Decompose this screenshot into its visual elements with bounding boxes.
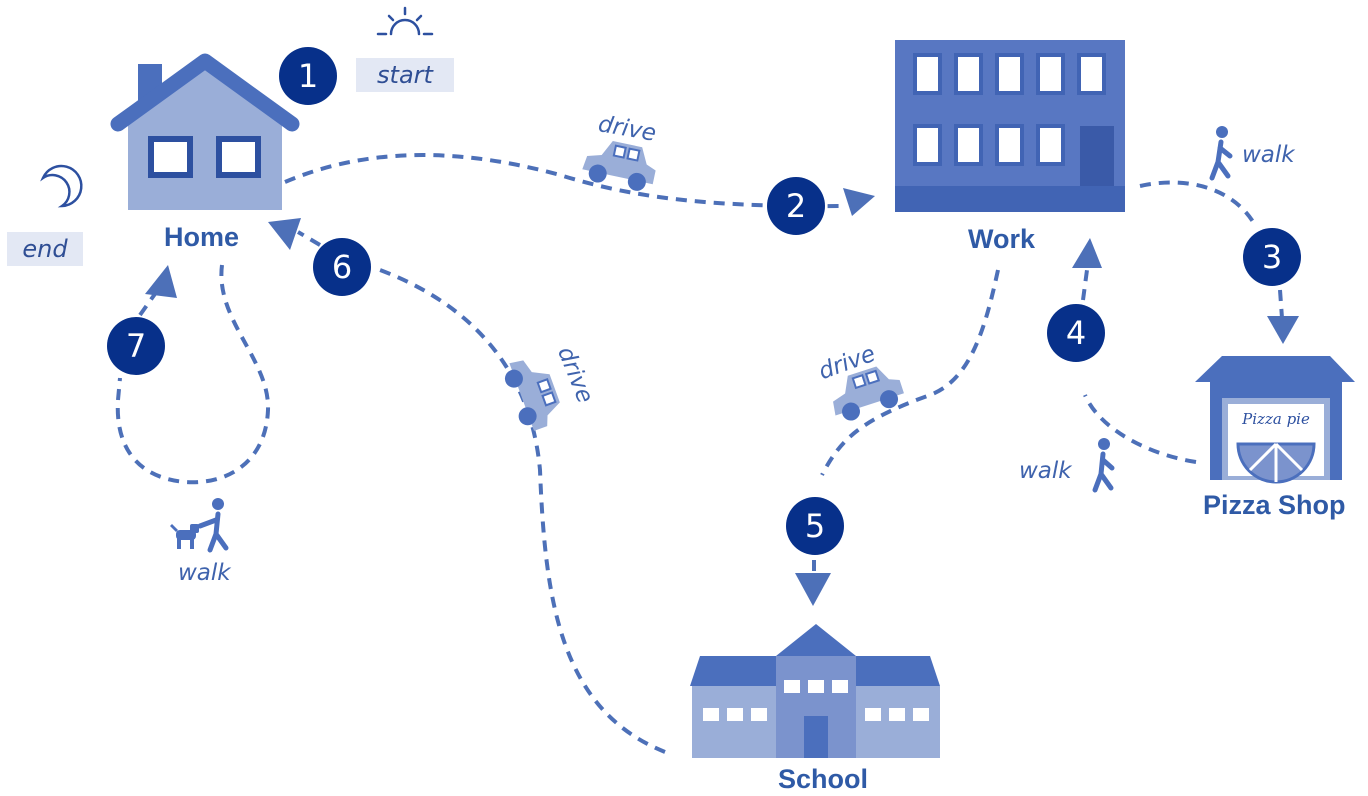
walk-label-dog: walk — [178, 560, 231, 586]
walker-icon-work-pizza — [1209, 126, 1233, 181]
walker-icon-pizza-work — [1092, 438, 1115, 493]
arrowhead-to-home-from-walk — [145, 265, 177, 298]
arrowhead-to-pizza — [1267, 316, 1299, 344]
arrowhead-to-work-from-pizza — [1072, 238, 1102, 268]
home-building — [110, 53, 300, 210]
car-icon-home-work — [582, 140, 656, 191]
route-work-to-school — [812, 269, 1000, 580]
step-badge-6: 6 — [313, 238, 371, 296]
sunrise-icon — [376, 6, 434, 36]
end-tag: end — [7, 232, 83, 266]
moon-icon — [40, 164, 83, 208]
arrowhead-to-school — [795, 573, 831, 606]
route-work-to-pizza — [1139, 180, 1284, 319]
arrowhead-to-home-from-school — [268, 218, 301, 250]
walk-label-pizza-work: walk — [1019, 458, 1072, 484]
home-label: Home — [164, 222, 240, 252]
step-badge-3: 3 — [1243, 228, 1301, 286]
step-badge-5: 5 — [786, 497, 844, 555]
pizza-shop-label: Pizza Shop — [1203, 490, 1346, 520]
school-building — [690, 624, 940, 758]
work-building — [895, 40, 1125, 212]
pizza-sign-text: Pizza pie — [1242, 410, 1310, 428]
pizza-shop-building — [1195, 356, 1355, 484]
dog-walker-icon — [170, 498, 229, 553]
route-pizza-to-work — [1081, 269, 1197, 464]
work-label: Work — [968, 224, 1036, 254]
step-badge-4: 4 — [1047, 304, 1105, 362]
start-tag: start — [356, 58, 454, 92]
step-badge-7: 7 — [107, 317, 165, 375]
route-school-to-home — [296, 230, 666, 754]
walk-label-work-pizza: walk — [1242, 142, 1295, 168]
arrowhead-to-work — [843, 188, 875, 216]
car-icon-school-home — [504, 360, 560, 431]
route-home-dog-walk — [115, 264, 271, 485]
step-badge-2: 2 — [767, 177, 825, 235]
route-home-to-work — [284, 153, 846, 209]
step-badge-1: 1 — [279, 47, 337, 105]
car-icon-work-school — [833, 366, 904, 421]
school-label: School — [778, 764, 869, 794]
